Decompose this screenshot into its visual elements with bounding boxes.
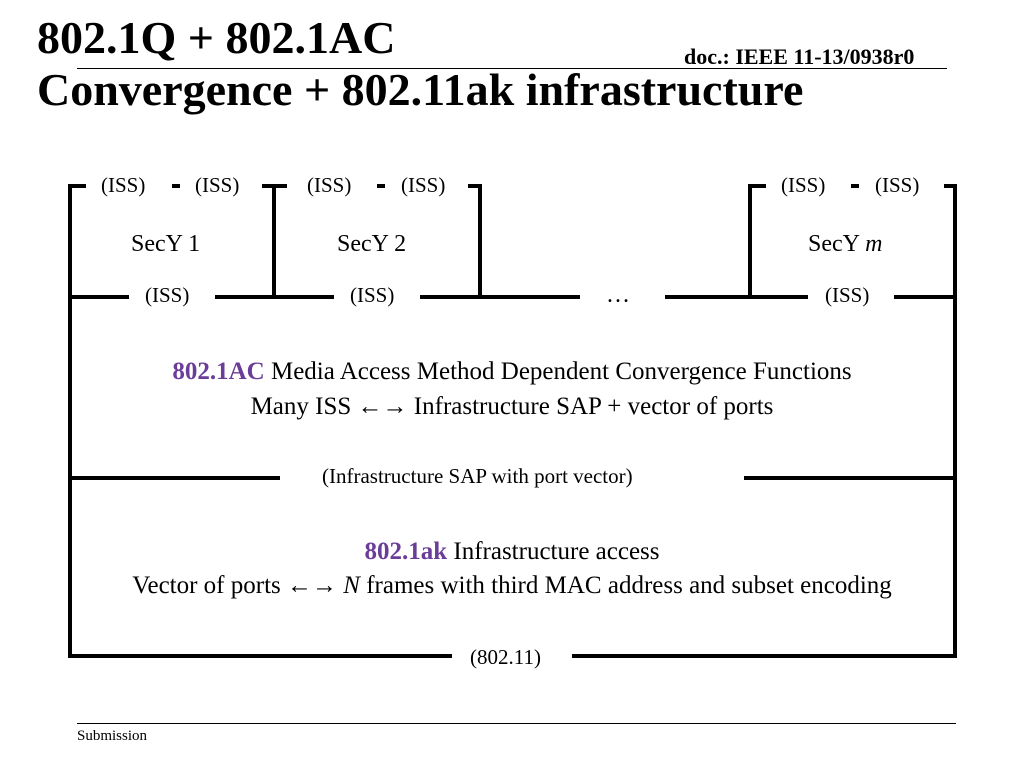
secym-name: SecY [808,231,866,257]
secy1-top-left-iss: (ISS) [101,173,146,197]
secym-bottom-iss: (ISS) [825,283,870,307]
infrastructure-line2-start: Vector of ports [132,572,288,599]
frames-count-variable: N [337,572,360,599]
convergence-accent: 802.1AC [172,358,265,385]
convergence-line-1: 802.1AC Media Access Method Dependent Co… [0,358,1024,386]
secy1-name: SecY 1 [131,231,201,257]
footer-submission: Submission [77,728,148,744]
secy2-top-left-iss: (ISS) [307,173,352,197]
secym-top-left-iss: (ISS) [781,173,826,197]
header-rule [77,68,947,69]
secym-index: m [865,231,883,257]
infrastructure-line-2: Vector of ports ←→ N frames with third M… [0,572,1024,600]
page-title-line-2: Convergence + 802.11ak infrastructure [37,64,804,115]
secym-top-right-iss: (ISS) [875,173,920,197]
infrastructure-description: Infrastructure access [447,538,660,565]
secy1-bottom-iss: (ISS) [145,283,190,307]
secy1-label: SecY 1 [131,231,200,258]
convergence-line2-end: Infrastructure SAP + vector of ports [407,393,774,420]
infrastructure-line2-end: frames with third MAC address and subset… [359,572,892,599]
secy2-top-right-iss: (ISS) [401,173,446,197]
bottom-80211-label: (802.11) [470,645,541,669]
secy-ellipsis: … [606,282,630,308]
secy2-name: SecY 2 [337,231,407,257]
secy2-bottom-iss: (ISS) [350,283,395,307]
convergence-description: Media Access Method Dependent Convergenc… [264,358,852,385]
document-reference: doc.: IEEE 11-13/0938r0 [684,44,915,69]
secym-label: SecY m [808,231,882,258]
page-title-line-1: 802.1Q + 802.1AC [37,12,396,63]
bidirectional-arrow-icon: ←→ [357,393,408,420]
convergence-line2-start: Many ISS [250,393,358,420]
convergence-line-2: Many ISS ←→ Infrastructure SAP + vector … [0,393,1024,421]
infra-sap-label: (Infrastructure SAP with port vector) [322,464,633,488]
secy1-top-right-iss: (ISS) [195,173,240,197]
footer-rule [77,723,956,724]
infrastructure-line-1: 802.1ak Infrastructure access [0,538,1024,566]
bidirectional-arrow-icon: ←→ [287,572,338,599]
secy2-label: SecY 2 [337,231,406,258]
infrastructure-accent: 802.1ak [364,538,448,565]
